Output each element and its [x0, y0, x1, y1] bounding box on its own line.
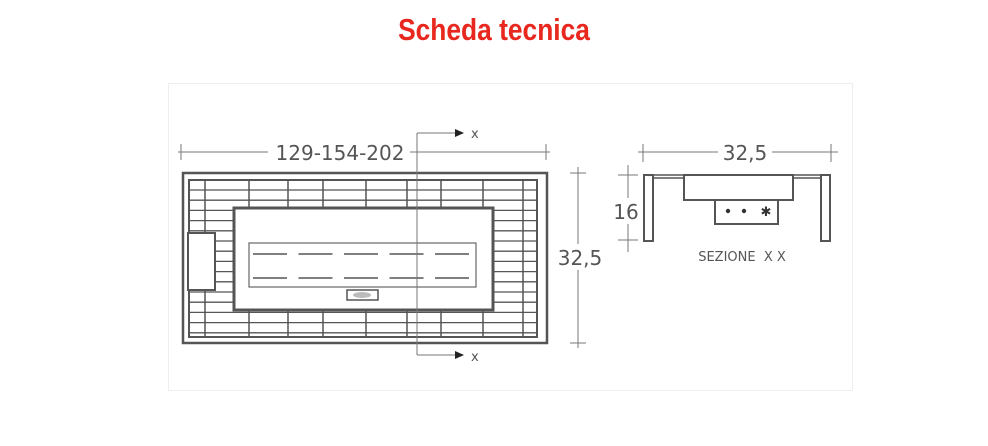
control-knob-mark: [353, 292, 371, 298]
section-marker-top: x: [471, 127, 479, 142]
indicator-dot-icon: [725, 208, 731, 214]
width-label: 129-154-202: [276, 141, 405, 165]
section-marker-bottom: x: [471, 350, 479, 365]
left-wall: [643, 174, 654, 242]
indicator-dot-icon: [741, 208, 747, 214]
side-tank: [187, 232, 216, 291]
arrow-right-icon: [455, 129, 464, 137]
plan-view: 129-154-202 x x 32,5: [178, 127, 604, 365]
section-width-label: 32,5: [723, 141, 768, 165]
right-wall: [820, 174, 831, 242]
star-icon: ✱: [761, 204, 772, 219]
section-caption: SEZIONE X X: [698, 250, 786, 265]
page-title: Scheda tecnica: [398, 12, 590, 47]
burner-slot: [248, 242, 477, 288]
outer-frame: [181, 171, 549, 345]
depth-label: 32,5: [558, 246, 603, 270]
section-height-label: 16: [613, 200, 638, 224]
drawing-panel: [168, 83, 853, 391]
section-view: 32,5 16 ✱ SEZIONE X X: [612, 138, 838, 265]
arrow-right-icon: [455, 351, 464, 359]
control-box: [714, 199, 779, 225]
flame-dashes: [253, 253, 469, 279]
burner-body: [683, 174, 794, 201]
